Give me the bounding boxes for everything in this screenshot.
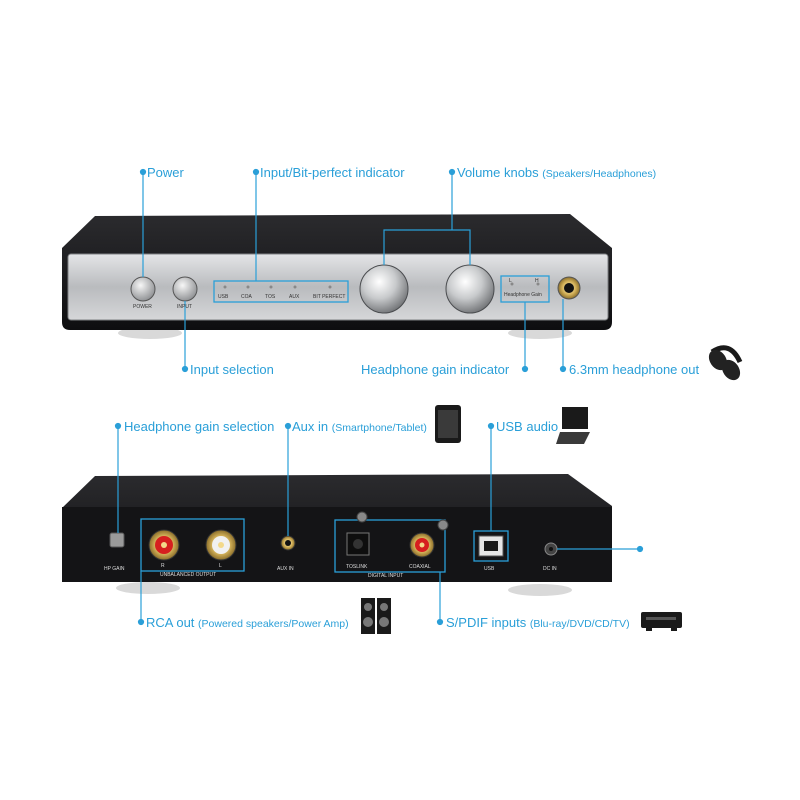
callout-volume-knobs: Volume knobs (Speakers/Headphones)	[457, 165, 656, 182]
headphones-icon	[708, 345, 743, 381]
rear-label-l: L	[219, 563, 222, 569]
callout-rca-out-label: RCA out	[146, 615, 195, 630]
front-label-input: INPUT	[177, 304, 192, 310]
callout-spdif-label: S/PDIF inputs	[446, 615, 527, 630]
input-button	[172, 276, 198, 302]
rear-label-unbalanced-output: UNBALANCED OUTPUT	[160, 572, 217, 578]
speaker-volume-knob	[359, 264, 409, 314]
rear-callout-lines	[114, 422, 644, 626]
callout-aux-in: Aux in (Smartphone/Tablet)	[292, 419, 427, 436]
rear-label-usb: USB	[484, 566, 495, 572]
front-label-bit-perfect: BIT PERFECT	[313, 294, 346, 300]
callout-input-selection: Input selection	[190, 362, 274, 377]
front-label-power: POWER	[133, 304, 152, 310]
callout-volume-label: Volume knobs	[457, 165, 539, 180]
callout-headphone-out: 6.3mm headphone out	[569, 362, 700, 377]
tablet-icon	[435, 405, 461, 443]
media-player-icon	[641, 612, 682, 631]
speakers-icon	[361, 598, 391, 634]
front-callout-lines	[139, 168, 567, 373]
callout-hp-gain-selection: Headphone gain selection	[124, 419, 275, 434]
power-button	[130, 276, 156, 302]
front-label-coa: COA	[241, 294, 252, 300]
rear-label-coaxial: COAXIAL	[409, 564, 431, 570]
callout-rca-out-sub: (Powered speakers/Power Amp)	[198, 618, 349, 630]
front-unit	[62, 214, 612, 339]
digital-input-box	[334, 519, 446, 573]
callout-aux-in-sub: (Smartphone/Tablet)	[331, 422, 427, 434]
callout-spdif-sub: (Blu-ray/DVD/CD/TV)	[529, 618, 630, 630]
rca-output-box	[140, 518, 245, 572]
rear-label-aux-in: AUX IN	[277, 566, 294, 572]
callout-aux-in-label: Aux in	[292, 419, 329, 434]
rear-label-hp-gain: HP GAIN	[104, 566, 125, 572]
input-indicator-box	[213, 280, 349, 303]
rear-unit	[62, 474, 612, 596]
callout-input-indicator: Input/Bit-perfect indicator	[260, 165, 405, 180]
hp-gain-switch	[109, 532, 125, 548]
front-label-hp-gain: Headphone Gain	[504, 292, 542, 298]
rear-label-digital-input: DIGITAL INPUT	[368, 573, 404, 579]
front-label-gain-l: L	[509, 278, 512, 284]
callout-hp-gain-indicator: Headphone gain indicator	[361, 362, 510, 377]
front-label-tos: TOS	[265, 294, 276, 300]
front-label-aux: AUX	[289, 294, 300, 300]
callout-power: Power	[147, 165, 184, 180]
rear-label-dc-in: DC IN	[543, 566, 557, 572]
front-label-usb: USB	[218, 294, 229, 300]
headphone-volume-knob	[445, 264, 495, 314]
rear-label-r: R	[161, 563, 165, 569]
callout-rca-out: RCA out (Powered speakers/Power Amp)	[146, 615, 349, 632]
computer-icon	[556, 407, 590, 444]
callout-usb-audio: USB audio	[496, 419, 559, 434]
callout-volume-sub: (Speakers/Headphones)	[542, 168, 657, 180]
front-label-gain-h: H	[535, 278, 539, 284]
rear-label-toslink: TOSLINK	[346, 564, 368, 570]
callout-spdif-inputs: S/PDIF inputs (Blu-ray/DVD/CD/TV)	[446, 615, 630, 632]
